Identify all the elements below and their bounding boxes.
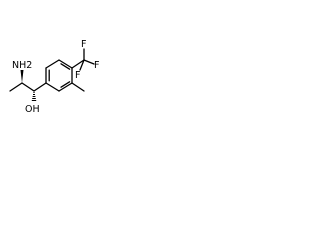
bond-ring-to-cf3 <box>71 59 85 69</box>
bond-amine-carbon-to-carbinol <box>21 82 35 92</box>
wedge-bond-amine <box>20 70 24 83</box>
chemical-structure: NH2 OH F F F <box>9 39 99 115</box>
ring-bond-5-6 <box>58 82 73 92</box>
ring-bond-2-3 <box>45 59 60 69</box>
fluorine-left-label: F <box>75 70 80 81</box>
ring-bond-6-1 <box>45 82 60 92</box>
bond-cf3-to-f-right <box>83 59 95 65</box>
bond-ring-to-methyl <box>71 82 85 92</box>
ring-double-bond-inner-2 <box>60 63 71 70</box>
ring-bond-3-4 <box>58 59 73 69</box>
bond-methyl-to-amine-carbon <box>9 82 23 92</box>
ring-double-bond-inner-3 <box>60 81 71 88</box>
hydroxyl-label: OH <box>25 104 40 115</box>
fluorine-right-label: F <box>94 60 99 71</box>
hashed-bond-hydroxyl <box>31 92 37 101</box>
fluorine-top-label: F <box>81 39 86 50</box>
bond-cf3-to-f-left <box>79 59 85 71</box>
bond-carbinol-to-ring <box>33 82 47 92</box>
amine-label: NH2 <box>12 60 32 71</box>
